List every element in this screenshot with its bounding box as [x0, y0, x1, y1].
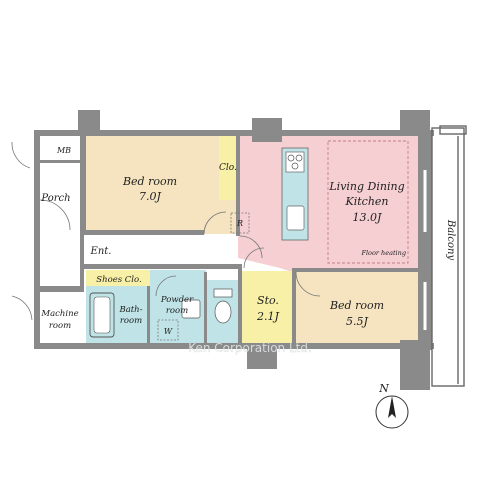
- wall-bed1-bottom: [80, 230, 204, 235]
- machine-room-label-line1: Machine: [40, 309, 78, 319]
- porch-label: Porch: [40, 193, 70, 204]
- wall-machine-top: [34, 286, 84, 292]
- bedroom-2-area: [295, 272, 418, 347]
- entrance-label: Ent.: [90, 246, 112, 257]
- powder-room-label-line2: room: [166, 306, 188, 316]
- bedroom-2-size: 5.5J: [346, 315, 368, 328]
- wall-porch-divider: [34, 160, 80, 163]
- floor-heating-zone: [327, 140, 409, 264]
- door-ldk: [239, 235, 263, 259]
- balcony-rail: [439, 125, 467, 135]
- door-bed1: [203, 211, 227, 235]
- pillar-2: [400, 110, 430, 136]
- compass-label: N: [378, 382, 389, 395]
- closet-area: [219, 136, 238, 200]
- burner-3: [291, 162, 299, 170]
- shoes-closet-area: [86, 270, 152, 286]
- washer-label: W: [164, 327, 173, 336]
- wall-bed2-top: [292, 268, 420, 272]
- watermark: Ken Corporation Ltd.: [188, 341, 312, 355]
- powder-room-label-line1: Powder: [160, 295, 194, 305]
- wall-bed1-left: [80, 136, 86, 234]
- meter-box-label: MB: [56, 146, 71, 155]
- wall-powder-right: [204, 272, 207, 344]
- wall-bed1-right: [236, 136, 240, 236]
- washer-box: [157, 319, 179, 341]
- door-porch: [11, 141, 31, 169]
- door-powder: [155, 275, 177, 297]
- bedroom-2-label: Bed room: [329, 299, 384, 312]
- compass-icon: [375, 395, 409, 429]
- kitchen-stove: [285, 151, 305, 173]
- wall-machine-bottom: [34, 343, 84, 349]
- wall-right: [418, 130, 432, 350]
- pillar-1: [252, 118, 282, 142]
- ldk-size: 13.0J: [353, 211, 382, 224]
- door-machine: [11, 295, 33, 321]
- wall-storage-left: [238, 264, 242, 346]
- bathtub-inner: [93, 296, 111, 334]
- shoes-closet-label: Shoes Clo.: [96, 275, 141, 285]
- burner-1: [287, 154, 295, 162]
- wall-bottom: [80, 343, 434, 349]
- storage-area: [241, 271, 295, 347]
- burner-2: [295, 154, 303, 162]
- wall-left-upper: [34, 130, 40, 286]
- ldk-label-line2: Kitchen: [345, 195, 389, 208]
- pillar-4: [400, 340, 430, 390]
- toilet-bowl: [214, 300, 232, 324]
- balcony-label: Balcony: [445, 219, 456, 261]
- ldk-label-line1: Living Dining: [328, 180, 404, 193]
- door-entrance: [39, 199, 71, 231]
- door-bed2: [295, 271, 321, 297]
- toilet-tank: [213, 288, 233, 298]
- kitchen-sink: [286, 205, 305, 231]
- bathroom-label-line1: Bath-: [118, 305, 142, 315]
- storage-label: Sto.: [257, 294, 279, 307]
- wall-storage-right: [292, 268, 296, 346]
- bedroom-1-label: Bed room: [122, 175, 177, 188]
- pillar-5: [78, 110, 100, 136]
- floor-heating-note: Floor heating: [360, 249, 406, 257]
- wall-machine-left: [34, 286, 40, 346]
- wall-top: [34, 130, 434, 136]
- bedroom-1-area: [86, 136, 238, 234]
- storage-size: 2.1J: [256, 310, 279, 323]
- door-storage: [243, 247, 265, 269]
- machine-room-label-line2: room: [49, 321, 71, 331]
- pillar-3: [247, 347, 277, 369]
- closet-label: Clo.: [219, 163, 237, 173]
- balcony-outline: [431, 127, 465, 387]
- washbasin: [181, 299, 201, 319]
- bedroom-1-size: 7.0J: [139, 190, 161, 203]
- refrigerator-label: R: [236, 219, 243, 228]
- wall-bath-right: [147, 286, 150, 344]
- wall-ent-left: [80, 234, 84, 290]
- bathroom-label-line2: room: [120, 316, 142, 326]
- refrigerator-box: [230, 212, 250, 234]
- wall-hall-bottom: [80, 264, 240, 269]
